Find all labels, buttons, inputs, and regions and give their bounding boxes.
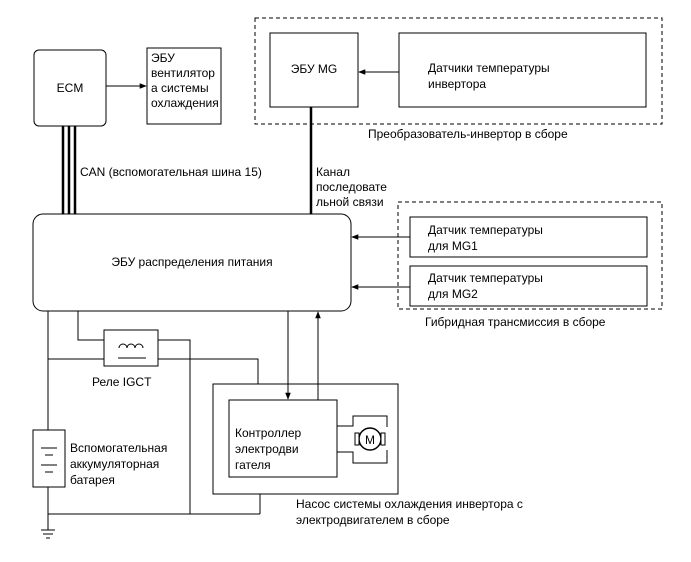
motor-brush-right	[380, 432, 386, 446]
relay-control-wire	[77, 311, 104, 341]
motor-brush-left	[354, 432, 360, 446]
hybrid-transmission-group	[397, 201, 663, 310]
power-distribution-ecu-block	[32, 213, 352, 312]
serial-link-label: Канал последовате льной связи	[316, 165, 390, 209]
relay-to-ground-wire	[158, 339, 191, 514]
ecm-label: ECM	[57, 81, 84, 95]
hybrid-transmission-label: Гибридная трансмиссия в сборе	[425, 315, 606, 329]
motor-wire-top	[337, 415, 388, 427]
igct-relay-block	[103, 329, 159, 367]
igct-relay-label: Реле IGCT	[92, 375, 152, 389]
power-distribution-ecu-label: ЭБУ распределения питания	[111, 255, 272, 269]
mg1-temp-sensor-block	[409, 216, 648, 258]
motor-controller-label: Контроллер электродви гателя	[235, 426, 305, 472]
ground-icon	[41, 529, 55, 539]
fan-ecu-label: ЭБУ вентилятор а системы охлаждения	[151, 51, 219, 110]
inverter-temp-sensors-block	[398, 32, 647, 108]
aux-battery-label: Вспомогательная аккумуляторная батарея	[70, 441, 171, 487]
can-bus-label: CAN (вспомогательная шина 15)	[80, 165, 262, 179]
inverter-assembly-label: Преобразователь-инвертор в сборе	[368, 127, 568, 141]
mg2-temp-sensor-block	[409, 265, 648, 307]
inverter-assembly-group	[254, 17, 663, 125]
inverter-temp-sensors-label: Датчики температуры инвертора	[428, 61, 553, 91]
fan-ecu-block	[146, 47, 222, 125]
pump-assembly-label: Насос системы охлаждения инвертора с эле…	[296, 497, 526, 527]
mg2-temp-sensor-label: Датчик температуры для MG2	[428, 271, 546, 301]
aux-battery-block	[32, 429, 66, 488]
mg-ecu-label: ЭБУ MG	[291, 62, 338, 76]
battery-positive-wire	[47, 311, 104, 360]
motor-wire-bottom	[337, 450, 388, 464]
mg1-temp-sensor-label: Датчик температуры для MG1	[428, 223, 546, 253]
motor-symbol-label: M	[365, 433, 375, 447]
motor-controller-block	[228, 399, 338, 478]
relay-coil	[118, 343, 144, 349]
mg-ecu-block	[269, 32, 359, 108]
